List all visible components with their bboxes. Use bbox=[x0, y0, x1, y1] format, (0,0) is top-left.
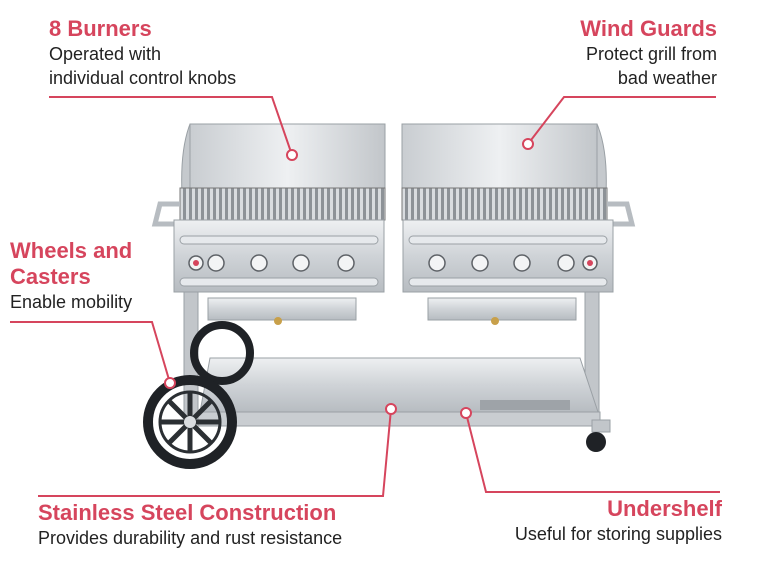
callout-burners-line2: individual control knobs bbox=[49, 68, 237, 88]
callout-burners-line1: Operated with bbox=[49, 44, 162, 64]
handle-left bbox=[151, 201, 180, 227]
callout-wheels-title-line2: Casters bbox=[10, 264, 91, 289]
callout-undershelf-line1: Useful for storing supplies bbox=[514, 524, 722, 544]
grate-left bbox=[179, 187, 386, 221]
callout-burners: 8 Burners Operated with individual contr… bbox=[49, 16, 236, 90]
callout-leader-lines bbox=[10, 96, 720, 497]
callout-burners-title: 8 Burners bbox=[49, 16, 152, 41]
grate-right bbox=[401, 187, 608, 221]
callout-wind-guards: Wind Guards Protect grill from bad weath… bbox=[580, 16, 717, 90]
caster bbox=[586, 419, 611, 452]
callout-undershelf-title: Undershelf bbox=[607, 496, 722, 521]
grease-tray-right bbox=[427, 297, 577, 321]
callout-wheels-line1: Enable mobility bbox=[10, 292, 133, 312]
callout-stainless: Stainless Steel Construction Provides du… bbox=[38, 500, 342, 550]
callout-wind-guards-line1: Protect grill from bbox=[585, 44, 717, 64]
callout-wheels-title-line1: Wheels and bbox=[10, 238, 133, 263]
callout-wheels: Wheels and Casters Enable mobility bbox=[10, 238, 180, 314]
grease-tray-left bbox=[207, 297, 357, 321]
wheel bbox=[143, 375, 237, 469]
callout-undershelf: Undershelf Useful for storing supplies bbox=[515, 496, 722, 546]
callout-stainless-title: Stainless Steel Construction bbox=[38, 500, 337, 525]
callout-wind-guards-line2: bad weather bbox=[617, 68, 717, 88]
callout-stainless-line1: Provides durability and rust resistance bbox=[38, 528, 343, 548]
wind-guard-right bbox=[401, 123, 607, 195]
handle-right bbox=[607, 201, 636, 227]
callout-wind-guards-title: Wind Guards bbox=[580, 16, 717, 41]
callout-dot-marker bbox=[164, 138, 534, 419]
wind-guard-left bbox=[181, 123, 386, 195]
